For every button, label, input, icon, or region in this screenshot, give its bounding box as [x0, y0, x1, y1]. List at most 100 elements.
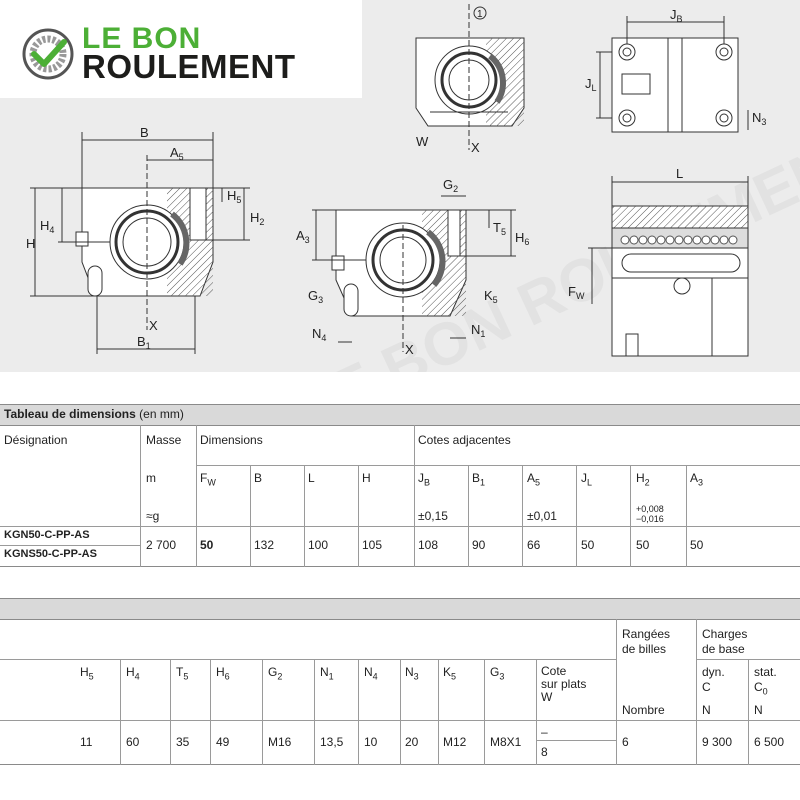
table1-tol-jb: ±0,15 — [418, 509, 448, 523]
table1-value-6: 90 — [472, 538, 486, 552]
table2-header-rangees-line2: de billes — [622, 642, 667, 656]
drawing-label-a3: A3 — [296, 228, 310, 245]
table1-value-1: 50 — [200, 538, 214, 552]
table2-value-1: 60 — [126, 735, 140, 749]
table1-tol-a5: ±0,01 — [527, 509, 557, 523]
table2-header-dyn-label: dyn. — [702, 665, 725, 679]
table1-title-bar: Tableau de dimensions (en mm) — [0, 404, 800, 426]
table1-rule — [414, 425, 415, 567]
table2-rule — [536, 659, 537, 765]
table2-rule — [400, 659, 401, 765]
table1-header-cotes: Cotes adjacentes — [418, 433, 511, 447]
table1-col-symbol: H — [362, 471, 371, 485]
table2-rule — [536, 740, 616, 741]
drawing-label-jl: JL — [585, 76, 597, 93]
table2-col-header-9: G3 — [490, 665, 504, 681]
table1-header-designation: Désignation — [4, 433, 68, 447]
table2-rule — [748, 659, 749, 765]
table1-col-symbol: B — [254, 471, 263, 485]
table1-col-header-8: H2 — [636, 471, 650, 487]
table1-col-header-0: FW — [200, 471, 216, 487]
table2-header-stat-symbol: C — [754, 680, 763, 694]
table2-value-3: 49 — [216, 735, 230, 749]
table2-col-header-1: H4 — [126, 665, 140, 681]
table1-col-symbol: H — [636, 471, 645, 485]
drawing-label-x2: X — [405, 342, 414, 357]
table2-col-header-3: H6 — [216, 665, 230, 681]
table2-value-7: 20 — [405, 735, 419, 749]
table1-col-subscript: L — [587, 477, 593, 488]
table2-rangees-value: 6 — [622, 735, 629, 749]
table1-col-header-6: A5 — [527, 471, 540, 487]
drawing-label-g3: G3 — [308, 288, 323, 305]
table2-dyn-value: 9 300 — [702, 735, 733, 749]
drawing-label-l: L — [676, 166, 683, 181]
table2-col-symbol: N — [405, 665, 414, 679]
table1-col-subscript: 1 — [480, 477, 486, 488]
table2-cote-value-2: 8 — [541, 745, 548, 759]
table2-col-subscript: 2 — [277, 671, 283, 682]
table1-value-0: 2 700 — [146, 538, 177, 552]
table1-value-8: 50 — [581, 538, 595, 552]
table2-rule — [120, 659, 121, 765]
table1-col-subscript: W — [207, 477, 216, 488]
table2-header-stat: stat. C0 — [754, 665, 777, 699]
table2-col-symbol: G — [268, 665, 278, 679]
table1-col-symbol: A — [527, 471, 536, 485]
drawing-label-h6: H6 — [515, 230, 529, 247]
table1-col-symbol: B — [472, 471, 481, 485]
table2-header-nombre: Nombre — [622, 703, 665, 717]
table1-rule — [196, 465, 414, 466]
drawing-label-g2: G2 — [443, 177, 458, 194]
table2-rule — [0, 659, 616, 660]
table1-rule — [576, 465, 577, 567]
drawing-label-n4: N4 — [312, 326, 326, 343]
table1-col-subscript: 5 — [535, 477, 541, 488]
table2-header-cote: Cote sur plats W — [541, 665, 586, 704]
table2-col-subscript: 6 — [224, 671, 230, 682]
table1-rule — [140, 425, 141, 567]
drawing-label-h5: H5 — [227, 188, 241, 205]
table1-designation-2: KGNS50-C-PP-AS — [4, 548, 97, 560]
table1-value-10: 50 — [690, 538, 704, 552]
table2-header-cote-line1: Cote — [541, 664, 567, 678]
table2-col-subscript: 5 — [88, 671, 94, 682]
table1-col-header-9: A3 — [690, 471, 703, 487]
table1-rule — [414, 465, 800, 466]
table2-col-subscript: 5 — [183, 671, 189, 682]
note-circle-icon — [473, 6, 487, 20]
table1-value-5: 108 — [418, 538, 439, 552]
table1-rule — [630, 465, 631, 567]
drawing-label-n1: N1 — [471, 322, 485, 339]
table2-col-symbol: G — [490, 665, 500, 679]
drawing-label-h4: H4 — [40, 218, 54, 235]
drawing-label-x1: X — [149, 318, 158, 333]
front-view-left — [30, 132, 250, 354]
table1-value-4: 105 — [362, 538, 383, 552]
table1-title-unit: (en mm) — [135, 407, 184, 421]
drawing-label-circle1: 1 — [477, 9, 483, 20]
table2-col-symbol: K — [443, 665, 452, 679]
table2-rule — [262, 659, 263, 765]
drawing-label-a5: A5 — [170, 145, 184, 162]
side-section-view — [588, 176, 749, 357]
table2-col-subscript: 4 — [134, 671, 140, 682]
table2-col-header-4: G2 — [268, 665, 282, 681]
table1-rule — [0, 566, 800, 567]
table2-header-rangees-line1: Rangées — [622, 627, 671, 641]
table1-masse-approx: ≈g — [146, 509, 160, 523]
table1-rule — [196, 425, 197, 567]
drawing-label-x3: X — [471, 140, 480, 155]
dimensions-table: Désignation Masse Dimensions Cotes adjac… — [0, 425, 800, 567]
logo: LE BON ROULEMENT — [0, 0, 362, 98]
table2-value-6: 10 — [364, 735, 378, 749]
table1-rule — [358, 465, 359, 567]
table2-value-5: 13,5 — [320, 735, 344, 749]
table1-rule — [686, 465, 687, 567]
table2-rule — [314, 659, 315, 765]
table1-col-symbol: A — [690, 471, 699, 485]
drawing-label-k5: K5 — [484, 288, 498, 305]
table2-col-symbol: T — [176, 665, 184, 679]
table2-rule — [210, 659, 211, 765]
